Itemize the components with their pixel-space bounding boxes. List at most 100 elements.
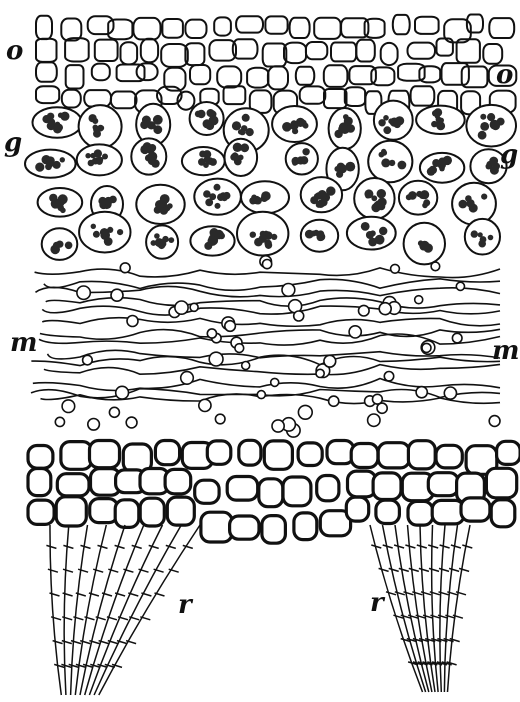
rhizine-septum <box>440 545 450 548</box>
hypha-cross-section <box>225 321 236 332</box>
gonidium-granule <box>303 123 309 129</box>
hypha <box>40 394 500 404</box>
rhizine-septum <box>462 545 472 548</box>
rhizine-septum <box>394 545 404 548</box>
lower-cortex-cell <box>491 500 515 527</box>
lower-cortex-cell <box>432 500 464 524</box>
rhizine-strand <box>64 525 69 695</box>
gonidium-granule <box>250 232 256 238</box>
lower-cortex-cell <box>28 500 54 524</box>
rhizine-septum <box>439 568 449 571</box>
gonidium-granule <box>302 148 309 155</box>
gonidium-granule <box>345 162 355 172</box>
rhizine-septum <box>63 545 73 548</box>
gonidium-granule <box>240 143 249 152</box>
hypha-cross-section <box>175 301 188 314</box>
gonidium-granule <box>435 121 442 128</box>
gonidium-cluster <box>399 181 437 215</box>
gonidium-granule <box>100 230 110 240</box>
gonidium-granule <box>381 158 390 167</box>
cortex-cell <box>345 87 365 106</box>
rhizine-strand <box>432 525 438 692</box>
rhizine-septum <box>386 592 396 595</box>
lower-cortex-cell <box>207 441 231 464</box>
lower-cortex-cell <box>264 441 292 469</box>
rhizine-septum <box>132 545 142 548</box>
hypha-cross-section <box>83 355 93 365</box>
hypha-cross-section <box>209 352 223 366</box>
hypha-cross-section <box>272 420 284 432</box>
cortex-cell <box>411 86 435 105</box>
cortex-cell <box>437 39 453 56</box>
rhizine-septum <box>428 545 438 548</box>
gonidium-granule <box>148 144 156 152</box>
cortex-cell <box>36 86 59 103</box>
gonidium-granule <box>487 113 495 121</box>
hypha-cross-section <box>444 387 456 399</box>
gonidium-granule <box>246 128 254 136</box>
gonidium-granule <box>340 165 346 171</box>
cortex-cell <box>296 67 315 85</box>
gonidium-granule <box>491 121 500 130</box>
cortex-cell <box>290 18 310 38</box>
gonidium-granule <box>365 193 370 198</box>
gonidium-granule <box>259 235 267 243</box>
rhizine-septum <box>395 592 405 595</box>
gonidium-granule <box>423 199 430 206</box>
gonidium-granule <box>93 231 100 238</box>
rhizine-septum <box>98 545 108 548</box>
gonidium-granule <box>388 118 394 124</box>
gonidium-granule <box>93 125 99 131</box>
gonidium-granule <box>153 125 162 134</box>
hypha-cross-section <box>384 372 393 381</box>
gonidium-granule <box>398 161 407 170</box>
hypha-cross-section <box>271 378 279 386</box>
cortex-cell <box>306 42 327 59</box>
gonidial-layer <box>25 101 516 265</box>
gonidium-granule <box>214 230 224 240</box>
gonidium-granule <box>459 200 468 209</box>
hypha-cross-section <box>456 282 464 290</box>
rhizine-septum <box>62 641 72 644</box>
cortex-cell <box>84 90 111 106</box>
hypha-cross-section <box>489 416 500 427</box>
lower-cortex-cell <box>155 441 179 465</box>
gonidium-granule <box>238 155 243 160</box>
cortex-cell <box>408 43 436 59</box>
rhizine-strand <box>448 525 471 692</box>
gonidium-granule <box>96 158 103 165</box>
rhizines <box>46 525 472 695</box>
lower-cortex-cell <box>61 442 92 470</box>
cortex-cell <box>224 86 246 104</box>
cortex-cell <box>137 63 158 80</box>
hypha-cross-section <box>55 417 64 426</box>
hypha-cross-section <box>257 391 265 399</box>
hypha-cross-section <box>359 305 370 316</box>
gonidium-granule <box>99 125 104 130</box>
gonidium-granule <box>346 124 355 133</box>
rhizine-septum <box>383 545 393 548</box>
lower-cortex-cell <box>239 440 261 465</box>
gonidium-granule <box>370 230 376 236</box>
gonidium-granule <box>317 230 324 237</box>
lower-cortex-cell <box>436 445 462 468</box>
lower-cortex-cell <box>283 477 311 506</box>
gonidium-granule <box>377 189 386 198</box>
hypha-cross-section <box>109 407 119 417</box>
lower-cortex-cell <box>262 516 286 544</box>
rhizine-strand <box>80 525 125 695</box>
gonidium-granule <box>379 227 387 235</box>
cortex-cell <box>236 16 263 32</box>
gonidium-granule <box>371 195 377 201</box>
hypha-cross-section <box>242 362 250 370</box>
gonidium-granule <box>53 125 62 134</box>
gonidium-granule <box>60 112 69 121</box>
gonidium-granule <box>197 110 205 118</box>
gonidium-granule <box>319 198 327 206</box>
gonidium-granule <box>148 152 158 162</box>
cortex-cell <box>356 40 374 62</box>
hypha-cross-section <box>298 405 312 419</box>
gonidium-granule <box>204 242 212 250</box>
cortex-cell <box>121 42 138 64</box>
